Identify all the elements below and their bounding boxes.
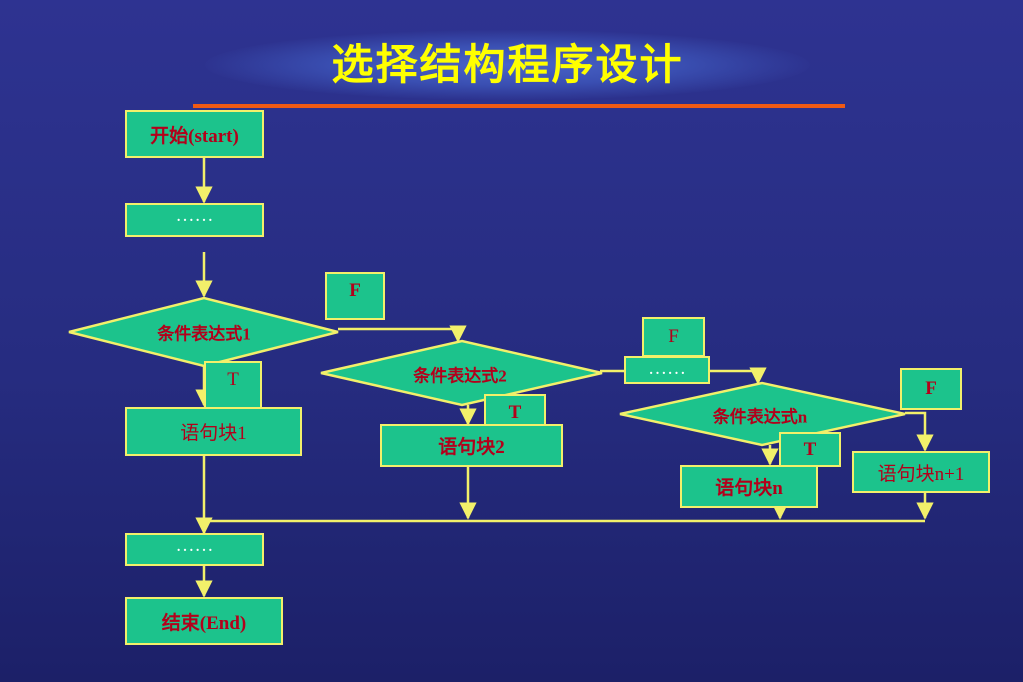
condition-n-label: 条件表达式n xyxy=(712,407,808,427)
title-underline xyxy=(193,104,845,108)
statement-block-n-plus-1: 语句块n+1 xyxy=(852,451,990,493)
edge-cond1-false xyxy=(338,325,467,343)
false-label-1: F xyxy=(325,272,385,320)
statement-block-1: 语句块1 xyxy=(125,407,302,456)
false-label-2: F xyxy=(642,317,705,357)
false-label-n: F xyxy=(900,368,962,410)
page-title: 选择结构程序设计 xyxy=(331,40,684,89)
statement-block-n: 语句块n xyxy=(680,465,818,508)
condition-2-label: 条件表达式2 xyxy=(413,366,507,386)
end-node: 结束(End) xyxy=(125,597,283,645)
statement-block-2: 语句块2 xyxy=(380,424,563,467)
ellipsis-box-middle: …… xyxy=(624,356,710,384)
ellipsis-box-top: …… xyxy=(125,203,264,237)
decision-diamond-1 xyxy=(68,296,339,368)
true-label-1: T xyxy=(204,361,262,409)
title-glow xyxy=(205,30,810,100)
start-node: 开始(start) xyxy=(125,110,264,158)
true-label-n: T xyxy=(779,432,841,467)
ellipsis-box-bottom: …… xyxy=(125,533,264,566)
decision-diamond-n xyxy=(619,381,906,447)
decision-diamond-2 xyxy=(320,339,603,407)
condition-1-label: 条件表达式1 xyxy=(157,324,251,344)
edge-condn-false xyxy=(905,411,934,452)
